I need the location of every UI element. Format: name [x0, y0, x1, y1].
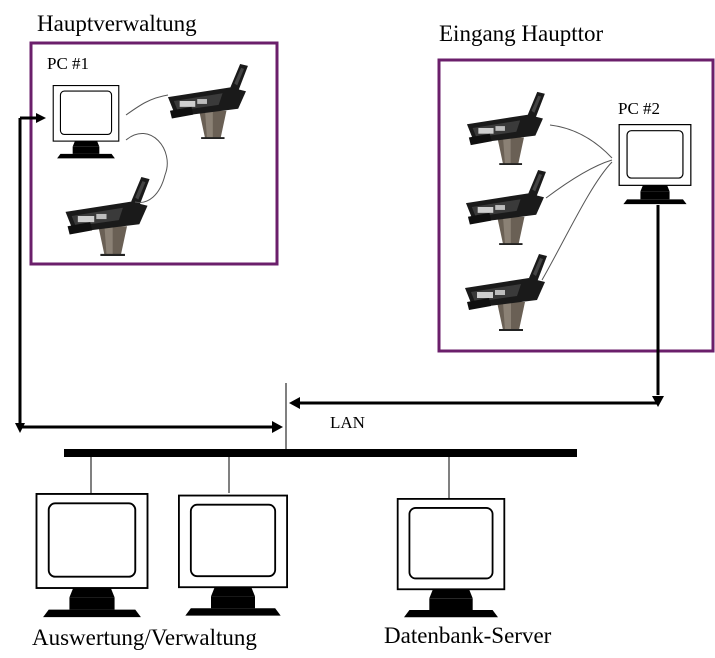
pc1-monitor-icon	[52, 84, 120, 160]
cable-line	[545, 159, 613, 199]
cable-line	[541, 161, 613, 281]
eingang-haupttor-box	[437, 58, 715, 353]
hauptverwaltung-box	[29, 41, 279, 266]
terminal-icon	[463, 252, 549, 332]
pc2-label: PC #2	[618, 99, 661, 118]
terminal-icon	[166, 62, 249, 140]
pc1-label: PC #1	[47, 54, 90, 73]
datenbank-server-icon	[396, 497, 506, 619]
cable-line	[125, 94, 169, 116]
lan-bus	[64, 449, 577, 457]
cable-line	[125, 133, 168, 204]
auswertung-pc-icon	[35, 492, 149, 619]
lan-label: LAN	[330, 413, 365, 432]
verwaltung-pc-icon	[177, 494, 289, 617]
datenbank-server-label: Datenbank-Server	[384, 623, 552, 648]
arrow-head	[289, 397, 300, 409]
terminal-icon	[464, 168, 547, 246]
pc2-lan-connection	[299, 205, 660, 405]
arrow-head	[15, 423, 25, 433]
hauptverwaltung-label: Hauptverwaltung	[37, 11, 197, 36]
pc2-monitor-icon	[618, 123, 692, 205]
terminal-icon	[465, 90, 546, 166]
terminal-icon	[64, 175, 151, 257]
auswertung-verwaltung-label: Auswertung/Verwaltung	[32, 625, 257, 650]
arrow-head	[652, 396, 664, 407]
pc1-lan-connection	[18, 116, 272, 429]
cable-line	[549, 124, 613, 159]
eingang-haupttor-label: Eingang Haupttor	[439, 21, 604, 46]
arrow-head	[36, 113, 46, 123]
arrow-head	[272, 421, 283, 433]
